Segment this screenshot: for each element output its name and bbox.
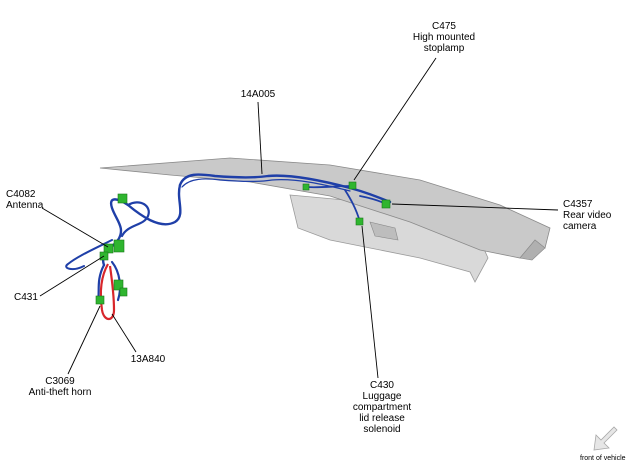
connector-inline-1	[302, 183, 310, 191]
callout-c4082-id: C4082	[6, 189, 36, 200]
leader-c4082	[41, 207, 109, 248]
callout-c4357-id: C4357	[563, 199, 593, 210]
leader-14a005	[257, 101, 263, 175]
callout-c3069-line1: Anti-theft horn	[28, 387, 92, 398]
connector-c430	[355, 217, 364, 226]
callout-c4357-line1: Rear video	[563, 210, 612, 221]
callout-c3069-id: C3069	[45, 376, 75, 387]
harness-branch-stoplamp	[305, 185, 353, 189]
luggage-compartment-lid	[99, 157, 551, 283]
callout-c430-line4: solenoid	[363, 424, 401, 435]
callout-c430-id: C430	[370, 380, 394, 391]
callout-c430: C430 Luggage compartment lid release sol…	[342, 380, 422, 435]
callout-c430-line3: lid release	[359, 413, 405, 424]
leader-c431	[39, 255, 105, 297]
callout-14a005-id: 14A005	[240, 89, 276, 100]
leader-c4357	[391, 203, 559, 211]
connector-c4082	[117, 193, 128, 204]
lid-rear-flange	[519, 239, 546, 261]
connector-c431-a	[103, 243, 114, 254]
connector-c475	[348, 181, 357, 190]
callout-c4082-line1: Antenna	[6, 200, 44, 211]
connector-c4357	[381, 199, 391, 209]
harness-13a840	[99, 263, 116, 321]
callout-c475: C475 High mounted stoplamp	[404, 21, 484, 54]
harness-descent	[101, 183, 182, 267]
connector-lower-2	[119, 287, 128, 297]
callout-c475-id: C475	[432, 21, 456, 32]
callout-c431: C431	[14, 292, 38, 303]
callout-c3069: C3069 Anti-theft horn	[12, 376, 108, 398]
connector-c431-b	[113, 239, 125, 253]
leader-c3069	[67, 305, 101, 375]
callout-c475-line2: stoplamp	[423, 43, 465, 54]
leader-c430	[361, 225, 379, 379]
callout-c4357-line2: camera	[563, 221, 597, 232]
callout-c431-id: C431	[14, 292, 38, 303]
orientation-label: front of vehicle	[580, 455, 626, 462]
harness-loop-upper	[120, 201, 150, 238]
connector-lower-1	[113, 279, 124, 291]
leader-13a840	[111, 313, 137, 353]
leader-c475	[353, 57, 437, 181]
callout-c4357: C4357 Rear video camera	[563, 199, 611, 232]
callout-c430-line1: Luggage	[362, 391, 402, 402]
callout-c4082: C4082 Antenna	[6, 189, 43, 211]
arrow-down-left-icon	[593, 426, 618, 451]
callout-13a840-id: 13A840	[130, 354, 166, 365]
harness-trunk-run-shadow	[181, 178, 351, 192]
harness-trunk-run	[178, 173, 392, 204]
leader-lines	[39, 57, 559, 379]
harness-antenna-lead	[65, 239, 113, 271]
callout-c475-line1: High mounted	[412, 32, 476, 43]
callout-14a005: 14A005	[232, 89, 284, 100]
callout-13a840: 13A840	[122, 354, 174, 365]
license-pocket	[369, 221, 399, 241]
callout-c430-line2: compartment	[352, 402, 412, 413]
connector-c3069	[95, 295, 105, 305]
